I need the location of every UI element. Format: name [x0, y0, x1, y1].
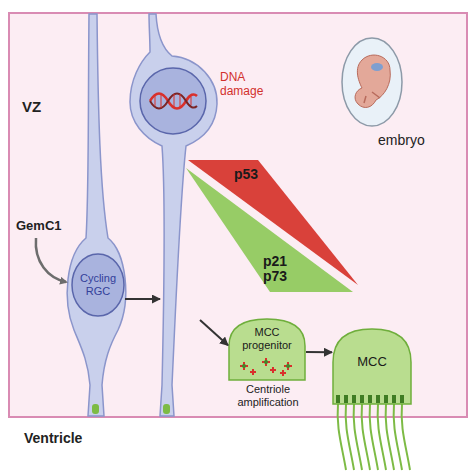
region-label: VZ	[22, 98, 41, 115]
process-label: Centriole amplification	[222, 383, 314, 409]
damaged-cell-node: DNA damage	[160, 60, 200, 400]
region-label: Ventricle	[24, 430, 82, 446]
protein-label: p21 p73	[258, 254, 292, 284]
progenitor-cell: MCC progenitor	[228, 318, 306, 380]
embryo-sac	[342, 38, 402, 126]
event-label: DNA damage	[220, 70, 280, 98]
primary-cilium	[92, 404, 99, 414]
cell-label: MCC	[332, 354, 412, 369]
primary-cilium	[163, 404, 170, 414]
embryo-brain-ventricle	[371, 63, 383, 71]
embryo-limbs	[364, 92, 380, 103]
dna-rungs	[155, 94, 191, 108]
embryo-body	[355, 55, 390, 107]
dna-strand	[150, 94, 197, 109]
protein-label: p53	[220, 166, 272, 182]
gene-label: GemC1	[16, 218, 62, 233]
nucleus-node: Cycling RGC	[71, 253, 125, 317]
nucleus	[140, 68, 206, 134]
triangle-shape	[186, 168, 353, 292]
dome-shape	[229, 319, 305, 380]
cell-label: MCC progenitor	[232, 326, 302, 352]
triangle-shape	[188, 160, 358, 285]
dome-shape	[333, 329, 411, 404]
nucleus-shape	[72, 254, 124, 316]
embryo-label: embryo	[378, 132, 425, 148]
cell-label: Cycling RGC	[71, 272, 125, 298]
gradient-triangle: p21 p73	[186, 168, 353, 292]
multiciliated-cell: MCC	[332, 328, 412, 404]
dna-strand	[150, 94, 197, 109]
